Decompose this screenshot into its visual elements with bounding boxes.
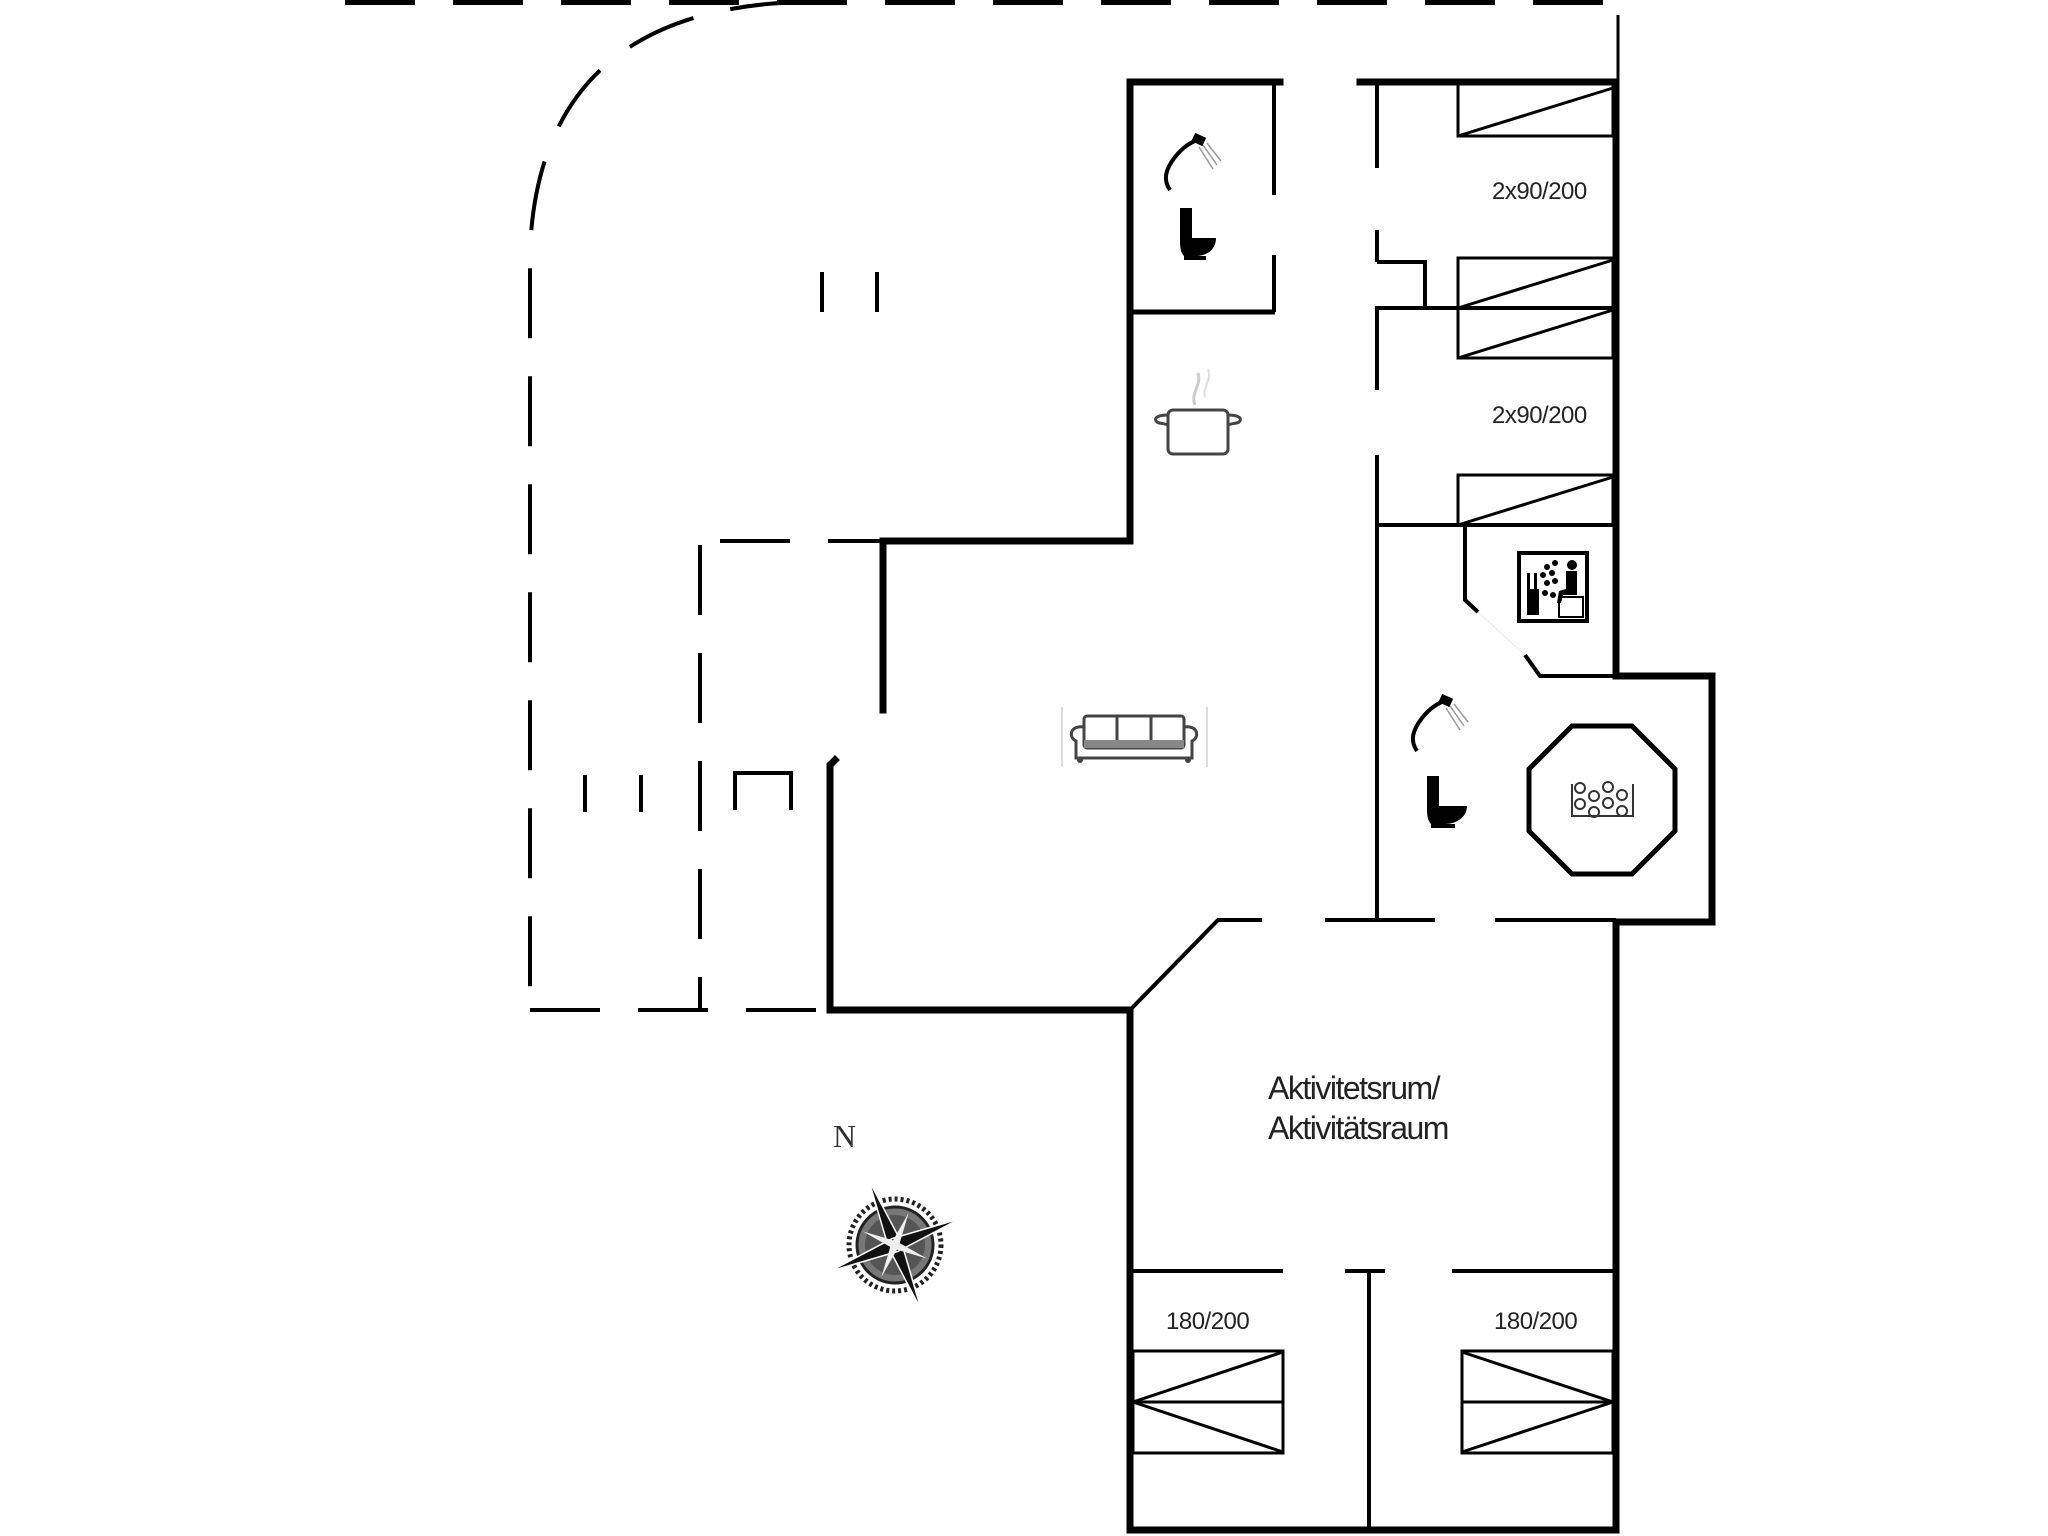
bed-middle-top bbox=[1456, 306, 1615, 360]
bed-label-southeast: 180/200 bbox=[1494, 1308, 1578, 1335]
bed-north-top bbox=[1456, 82, 1615, 138]
cooking-pot-icon bbox=[1154, 368, 1242, 456]
bed-label-southwest: 180/200 bbox=[1166, 1308, 1250, 1335]
shower-icon-2 bbox=[1410, 693, 1469, 753]
exterior-walls bbox=[826, 78, 1716, 1534]
room-label-line-1: Aktivitetsrum/ bbox=[1268, 1070, 1441, 1106]
bed-middle-bottom bbox=[1456, 473, 1615, 527]
sauna-icon bbox=[1517, 551, 1589, 623]
bed-southwest bbox=[1131, 1349, 1285, 1455]
step-marks bbox=[583, 272, 879, 812]
north-label: N bbox=[833, 1118, 857, 1154]
sofa-icon bbox=[1061, 707, 1208, 767]
compass-rose-icon bbox=[829, 1179, 961, 1311]
room-label-line-2: Aktivitätsraum bbox=[1268, 1110, 1449, 1146]
room-label-activity-room: Aktivitetsrum/ Aktivitätsraum bbox=[1268, 1068, 1449, 1148]
shower-icon bbox=[1163, 132, 1222, 192]
bed-north-bottom bbox=[1456, 256, 1615, 310]
bed-label-north: 2x90/200 bbox=[1492, 178, 1587, 205]
toilet-icon bbox=[1180, 208, 1216, 260]
bed-label-middle: 2x90/200 bbox=[1492, 402, 1587, 429]
toilet-icon-2 bbox=[1427, 776, 1467, 828]
terrace-outline bbox=[345, 0, 1620, 1012]
bed-southeast bbox=[1460, 1349, 1615, 1455]
whirlpool-icon bbox=[1526, 723, 1678, 877]
